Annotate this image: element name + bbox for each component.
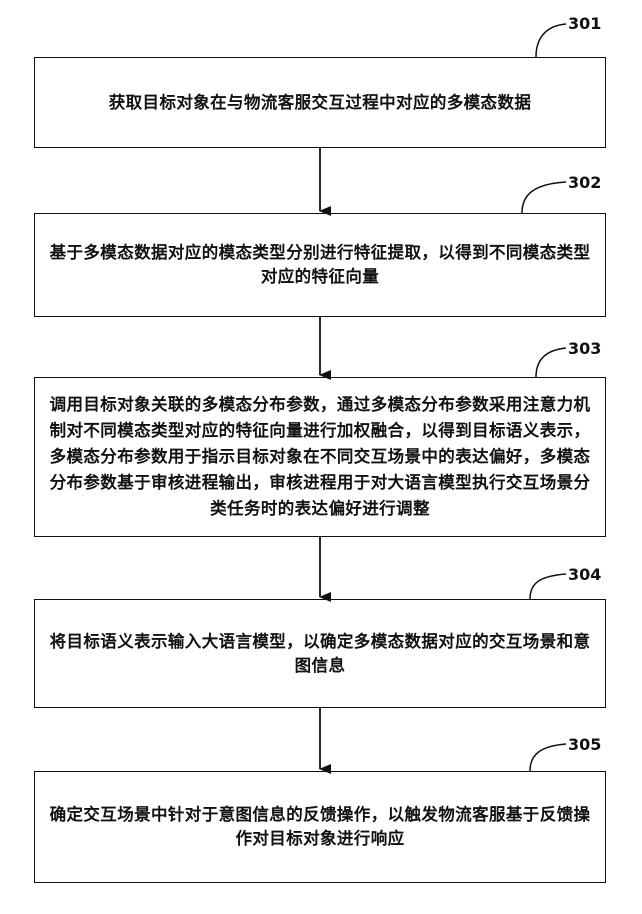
step-label-302: 302 [568, 173, 601, 192]
leader-curve-303 [536, 348, 566, 377]
step-label-305: 305 [568, 735, 601, 754]
step-box-301: 获取目标对象在与物流客服交互过程中对应的多模态数据 [34, 57, 606, 148]
leader-curve-301 [536, 24, 566, 57]
step-label-304: 304 [568, 565, 601, 584]
step-label-301: 301 [568, 14, 601, 33]
step-text-302: 基于多模态数据对应的模态类型分别进行特征提取，以得到不同模态类型对应的特征向量 [45, 241, 595, 289]
step-text-305: 确定交互场景中针对于意图信息的反馈操作，以触发物流客服基于反馈操作对目标对象进行… [45, 803, 595, 851]
leader-curve-302 [522, 182, 566, 213]
step-label-303: 303 [568, 339, 601, 358]
step-box-304: 将目标语义表示输入大语言模型，以确定多模态数据对应的交互场景和意图信息 [34, 599, 606, 708]
step-text-303: 调用目标对象关联的多模态分布参数，通过多模态分布参数采用注意力机制对不同模态类型… [45, 392, 595, 522]
step-box-302: 基于多模态数据对应的模态类型分别进行特征提取，以得到不同模态类型对应的特征向量 [34, 213, 606, 317]
step-text-301: 获取目标对象在与物流客服交互过程中对应的多模态数据 [109, 91, 532, 115]
step-box-305: 确定交互场景中针对于意图信息的反馈操作，以触发物流客服基于反馈操作对目标对象进行… [34, 771, 606, 883]
leader-curve-305 [530, 744, 566, 771]
step-box-303: 调用目标对象关联的多模态分布参数，通过多模态分布参数采用注意力机制对不同模态类型… [34, 377, 606, 537]
leader-curve-304 [530, 574, 566, 599]
step-text-304: 将目标语义表示输入大语言模型，以确定多模态数据对应的交互场景和意图信息 [45, 630, 595, 678]
